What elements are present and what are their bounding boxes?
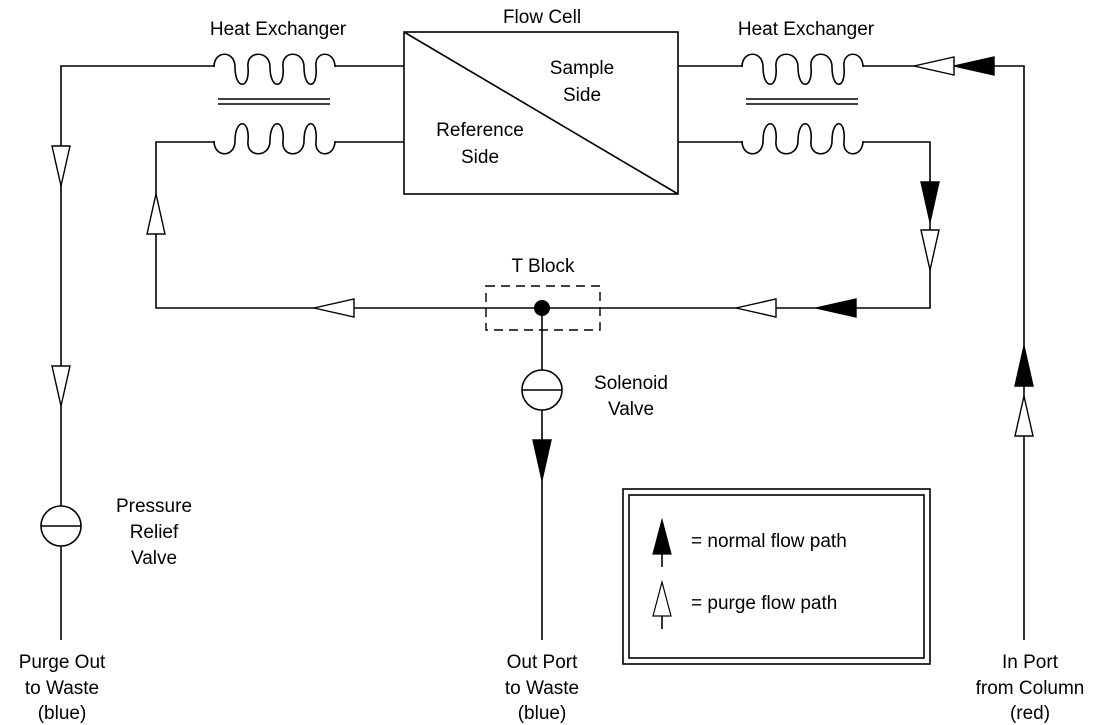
pressure-relief-valve-symbol	[40, 505, 82, 547]
legend-normal-arrow	[652, 517, 672, 555]
legend-purge-arrow	[652, 579, 672, 617]
in-port-label-2: from Column	[976, 678, 1085, 699]
purge-arrow-left-bottom-2	[313, 298, 355, 318]
pressure-relief-valve-label-1: Pressure	[116, 496, 192, 517]
normal-arrow-down-return	[920, 181, 940, 223]
solenoid-valve-label-2: Valve	[608, 399, 654, 420]
pressure-relief-valve-label-3: Valve	[131, 548, 177, 569]
normal-arrow-left-top	[953, 56, 995, 76]
tubing	[60, 65, 1025, 640]
legend-normal-label: = normal flow path	[691, 531, 847, 552]
flow-arrows	[51, 56, 1034, 481]
flow-cell	[403, 31, 679, 195]
normal-arrow-left-bottom	[815, 298, 857, 318]
purge-arrow-down-return	[920, 229, 940, 271]
out-port-label-1: Out Port	[507, 652, 578, 673]
reference-side-label-1: Reference	[436, 120, 524, 141]
purge-arrow-up-right	[1014, 395, 1034, 437]
flow-cell-divider	[403, 31, 679, 195]
purge-arrow-up-left	[146, 193, 166, 235]
legend-purge-label: = purge flow path	[691, 593, 837, 614]
normal-arrow-up-right	[1014, 345, 1034, 387]
sample-side-label-2: Side	[563, 85, 601, 106]
t-block-junction	[534, 300, 550, 316]
heat-exchanger-left-label: Heat Exchanger	[210, 19, 347, 40]
purge-arrow-down-left-2	[51, 365, 71, 407]
heat-exchanger-right	[741, 53, 864, 155]
purge-out-label-3: (blue)	[38, 703, 87, 724]
purge-arrow-down-left-1	[51, 145, 71, 187]
sample-side-label-1: Sample	[550, 58, 614, 79]
normal-arrow-down-out	[532, 439, 552, 481]
in-port-label-1: In Port	[1002, 652, 1059, 673]
t-block-box	[485, 285, 601, 331]
solenoid-valve-label-1: Solenoid	[594, 373, 668, 394]
out-port-label-3: (blue)	[518, 703, 567, 724]
out-port-label-2: to Waste	[505, 678, 579, 699]
heat-exchanger-left	[213, 53, 336, 155]
reference-side-label-2: Side	[461, 147, 499, 168]
solenoid-valve-symbol	[521, 369, 563, 411]
legend	[622, 488, 931, 665]
purge-out-label-2: to Waste	[25, 678, 99, 699]
flow-cell-label: Flow Cell	[503, 7, 581, 28]
pressure-relief-valve-label-2: Relief	[130, 522, 179, 543]
t-block-label: T Block	[511, 256, 575, 277]
purge-out-label-1: Purge Out	[19, 652, 106, 673]
in-port-label-3: (red)	[1010, 703, 1050, 724]
purge-arrow-left-top-1	[913, 56, 955, 76]
heat-exchanger-right-label: Heat Exchanger	[738, 19, 875, 40]
purge-arrow-left-bottom-1	[735, 298, 777, 318]
